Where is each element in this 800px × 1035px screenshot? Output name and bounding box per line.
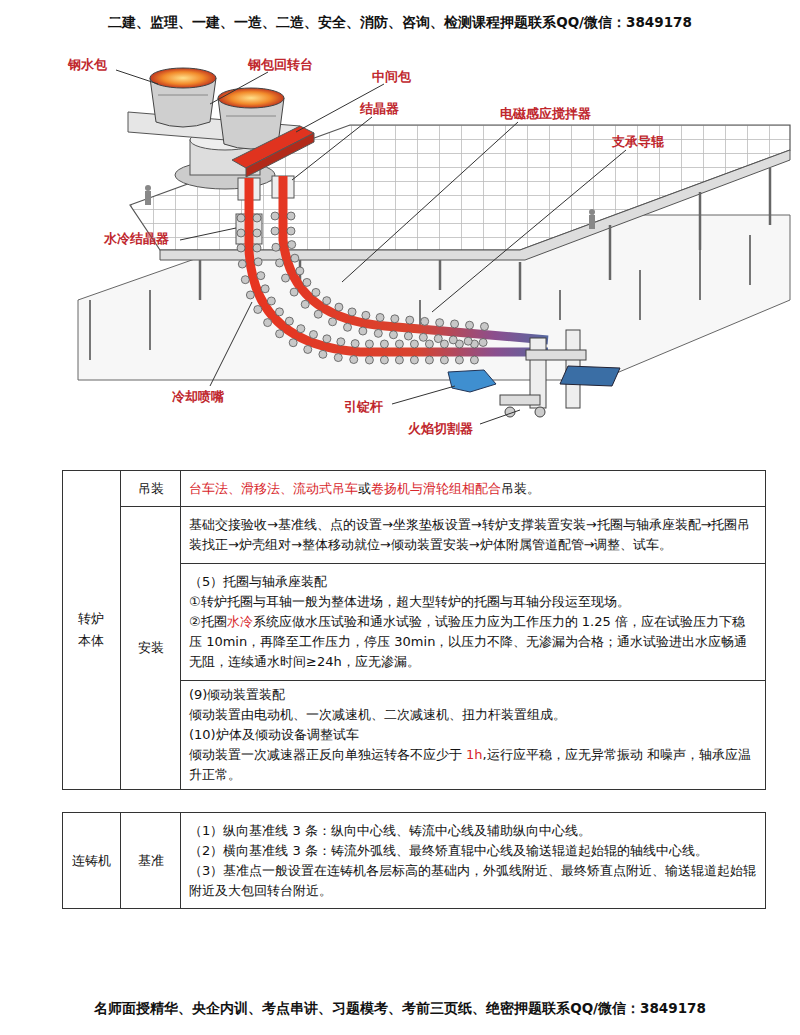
cell-text: 系统应做水压试验和通水试验，试验压力应为工作压力的 1.25 倍，应在试验压力下… bbox=[189, 614, 747, 669]
cell-text: （2）横向基准线 3 条：铸流外弧线、最终矫直辊中心线及输送辊道起始辊的轴线中心… bbox=[189, 843, 708, 858]
part-label: 电磁感应搅拌器 bbox=[500, 105, 591, 123]
cell-paragraph: 基础交接验收→基准线、点的设置→坐浆垫板设置→转炉支撑装置安装→托圈与轴承座装配… bbox=[189, 515, 757, 555]
cell-paragraph: （5）托圈与轴承座装配 bbox=[189, 572, 757, 592]
tundish bbox=[232, 126, 314, 177]
cell-text: 或 bbox=[358, 481, 371, 496]
cell-text: 基准 bbox=[138, 853, 164, 868]
table-row: 连铸机 基准 （1）纵向基准线 3 条：纵向中心线、铸流中心线及辅助纵向中心线。 （2… bbox=[63, 813, 766, 909]
table-row: (9)倾动装置装配倾动装置由电动机、一次减速机、二次减速机、扭力杆装置组成。 (1… bbox=[63, 681, 766, 790]
cell-text: 倾动装置由电动机、一次减速机、二次减速机、扭力杆装置组成。 bbox=[189, 707, 566, 722]
part-label: 冷却喷嘴 bbox=[172, 388, 224, 406]
cell-paragraph: (10)炉体及倾动设备调整试车 bbox=[189, 725, 757, 745]
cell-text: 吊装 bbox=[138, 481, 164, 496]
cell-text: （1）纵向基准线 3 条：纵向中心线、铸流中心线及辅助纵向中心线。 bbox=[189, 823, 591, 838]
cell-text: 连铸机 bbox=[72, 853, 111, 868]
table-cell: 安装 bbox=[121, 507, 181, 790]
cell-text: 基础交接验收→基准线、点的设置→坐浆垫板设置→转炉支撑装置安装→托圈与轴承座装配… bbox=[189, 517, 750, 552]
info-table: 转炉本体吊装台车法、滑移法、流动式吊车或卷扬机与滑轮组相配合吊装。安装基础交接验… bbox=[62, 470, 766, 790]
cell-text: (10)炉体及倾动设备调整试车 bbox=[189, 727, 359, 742]
flame-cutter bbox=[500, 330, 620, 417]
cell-paragraph: 台车法、滑移法、流动式吊车或卷扬机与滑轮组相配合吊装。 bbox=[189, 479, 757, 499]
casting-deck bbox=[130, 125, 790, 300]
cell-paragraph: 连铸机 bbox=[71, 851, 112, 871]
table-cell: 转炉本体 bbox=[63, 471, 121, 790]
cell-text: 吊装。 bbox=[501, 481, 540, 496]
cell-paragraph: 倾动装置一次减速器正反向单独运转各不应少于1h,运行应平稳，应无异常振动 和噪声… bbox=[189, 745, 757, 785]
leader-line bbox=[116, 70, 626, 424]
header-text: 二建、监理、一建、一造、二造、安全、消防、咨询、检测课程押题联系QQ/微信：38… bbox=[0, 14, 800, 32]
part-label: 中间包 bbox=[372, 68, 411, 86]
cell-paragraph: 基准 bbox=[129, 851, 172, 871]
table-row: （5）托圈与轴承座装配 ①转炉托圈与耳轴一般为整体进场，超大型转炉的托圈与耳轴分段… bbox=[63, 564, 766, 681]
cell-text: 倾动装置一次减速器正反向单独运转各不应少于 bbox=[189, 747, 462, 762]
table-cell: 台车法、滑移法、流动式吊车或卷扬机与滑轮组相配合吊装。 bbox=[181, 471, 766, 507]
cell-text: 安装 bbox=[138, 640, 164, 655]
table-cell: （1）纵向基准线 3 条：纵向中心线、铸流中心线及辅助纵向中心线。 （2）横向基准… bbox=[181, 813, 766, 909]
table-cell: 基准 bbox=[121, 813, 181, 909]
strand bbox=[249, 176, 548, 352]
cell-text: 转炉本体 bbox=[78, 608, 105, 652]
cell-paragraph: 安装 bbox=[129, 638, 172, 658]
highlight-text: 台车法、滑移法、流动式吊车 bbox=[189, 481, 358, 496]
part-label: 支承导辊 bbox=[612, 133, 664, 151]
table-cell: 基础交接验收→基准线、点的设置→坐浆垫板设置→转炉支撑装置安装→托圈与轴承座装配… bbox=[181, 507, 766, 564]
cell-paragraph: （2）横向基准线 3 条：铸流外弧线、最终矫直辊中心线及输送辊道起始辊的轴线中心… bbox=[189, 841, 757, 861]
info-table: 连铸机 基准 （1）纵向基准线 3 条：纵向中心线、铸流中心线及辅助纵向中心线。 （2… bbox=[62, 812, 766, 909]
highlight-text: 卷扬机与滑轮组相配合 bbox=[371, 481, 501, 496]
footer-text: 名师面授精华、央企内训、考点串讲、习题模考、考前三页纸、绝密押题联系QQ/微信：… bbox=[0, 1000, 800, 1018]
table-cell: 连铸机 bbox=[63, 813, 121, 909]
part-label: 火焰切割器 bbox=[408, 420, 473, 438]
dummy-bar bbox=[448, 370, 496, 392]
highlight-text: 1h bbox=[466, 747, 483, 762]
cell-text: （3）基准点一般设置在连铸机各层标高的基础内，外弧线附近、最终矫直点附近、输送辊… bbox=[189, 863, 756, 898]
cell-paragraph: 倾动装置由电动机、一次减速机、二次减速机、扭力杆装置组成。 bbox=[189, 705, 757, 725]
cell-text: ①转炉托圈与耳轴一般为整体进场，超大型转炉的托圈与耳轴分段运至现场。 bbox=[189, 594, 630, 609]
cell-text: （5）托圈与轴承座装配 bbox=[189, 574, 327, 589]
cell-paragraph: （1）纵向基准线 3 条：纵向中心线、铸流中心线及辅助纵向中心线。 bbox=[189, 821, 757, 841]
part-label: 钢包回转台 bbox=[248, 56, 313, 74]
table-row: 安装基础交接验收→基准线、点的设置→坐浆垫板设置→转炉支撑装置安装→托圈与轴承座… bbox=[63, 507, 766, 564]
cell-text: ②托圈 bbox=[189, 614, 227, 629]
part-label: 结晶器 bbox=[360, 100, 399, 118]
part-label: 引锭杆 bbox=[344, 398, 383, 416]
support-roller bbox=[237, 212, 488, 364]
table-cell: (9)倾动装置装配倾动装置由电动机、一次减速机、二次减速机、扭力杆装置组成。 (1… bbox=[181, 681, 766, 790]
cell-paragraph: 吊装 bbox=[129, 479, 172, 499]
table-cell: 吊装 bbox=[121, 471, 181, 507]
table-cell: （5）托圈与轴承座装配 ①转炉托圈与耳轴一般为整体进场，超大型转炉的托圈与耳轴分段… bbox=[181, 564, 766, 681]
part-label: 水冷结晶器 bbox=[104, 230, 169, 248]
cell-paragraph: ①转炉托圈与耳轴一般为整体进场，超大型转炉的托圈与耳轴分段运至现场。 bbox=[189, 592, 757, 612]
ladle bbox=[150, 68, 284, 149]
cell-paragraph: (9)倾动装置装配 bbox=[189, 685, 757, 705]
cell-paragraph: （3）基准点一般设置在连铸机各层标高的基础内，外弧线附近、最终矫直点附近、输送辊… bbox=[189, 861, 757, 901]
highlight-text: 水冷 bbox=[227, 614, 253, 629]
cell-text: (9)倾动装置装配 bbox=[189, 687, 285, 702]
cell-paragraph: 转炉本体 bbox=[71, 608, 112, 652]
cell-paragraph: ②托圈水冷系统应做水压试验和通水试验，试验压力应为工作压力的 1.25 倍，应在… bbox=[189, 612, 757, 672]
part-label: 钢水包 bbox=[68, 56, 107, 74]
table-row: 转炉本体吊装台车法、滑移法、流动式吊车或卷扬机与滑轮组相配合吊装。 bbox=[63, 471, 766, 507]
